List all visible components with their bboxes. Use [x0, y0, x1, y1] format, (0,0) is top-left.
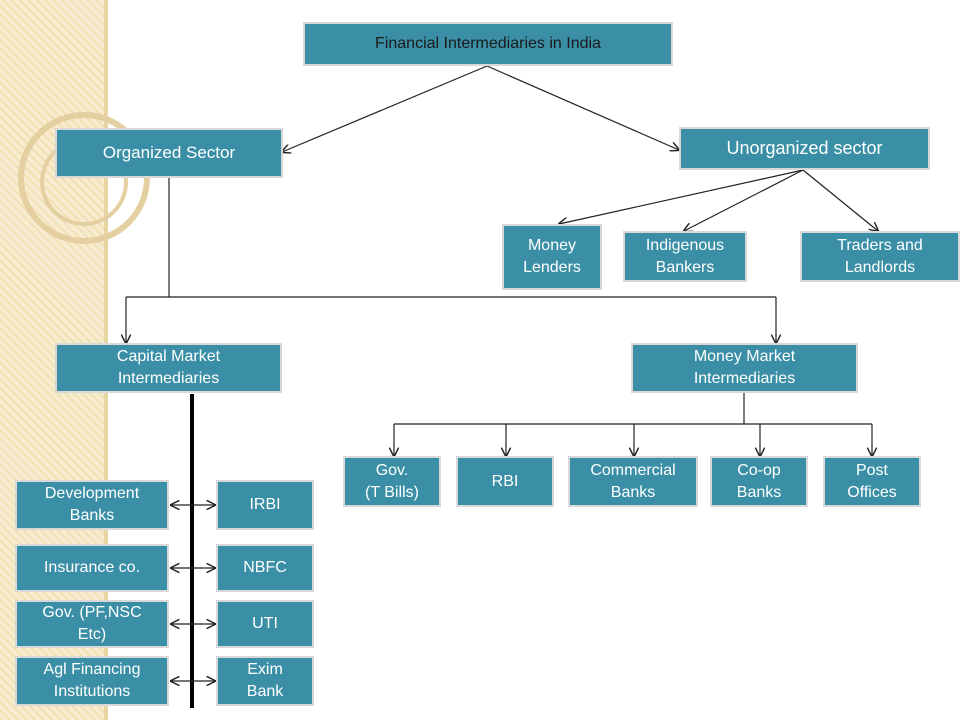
development-banks-box: Development Banks — [15, 480, 169, 530]
irbi-box: IRBI — [216, 480, 314, 530]
arrow-title-to-organized — [282, 65, 488, 152]
money-market-box: Money Market Intermediaries — [631, 343, 858, 393]
traders-landlords-box: Traders and Landlords — [800, 231, 960, 282]
gov-pf-nsc-box: Gov. (PF,NSC Etc) — [15, 600, 169, 648]
title-box: Financial Intermediaries in India — [303, 22, 673, 66]
decorative-ring-outer — [18, 112, 150, 244]
organized-sector-box: Organized Sector — [55, 128, 283, 178]
rbi-box: RBI — [456, 456, 554, 507]
insurance-co-box: Insurance co. — [15, 544, 169, 592]
capital-market-box: Capital Market Intermediaries — [55, 343, 282, 393]
exim-bank-box: Exim Bank — [216, 656, 314, 706]
indigenous-bankers-box: Indigenous Bankers — [623, 231, 747, 282]
coop-banks-box: Co-op Banks — [710, 456, 808, 507]
commercial-banks-box: Commercial Banks — [568, 456, 698, 507]
money-lenders-box: Money Lenders — [502, 224, 602, 290]
post-offices-box: Post Offices — [823, 456, 921, 507]
arrow-to-traders — [802, 169, 878, 231]
agl-financing-box: Agl Financing Institutions — [15, 656, 169, 706]
uti-box: UTI — [216, 600, 314, 648]
arrow-title-to-unorganized — [486, 65, 679, 150]
gov-tbills-box: Gov. (T Bills) — [343, 456, 441, 507]
arrow-to-money-lenders — [559, 169, 804, 224]
arrow-to-indigenous-bankers — [684, 169, 804, 231]
nbfc-box: NBFC — [216, 544, 314, 592]
unorganized-sector-box: Unorganized sector — [679, 127, 930, 170]
